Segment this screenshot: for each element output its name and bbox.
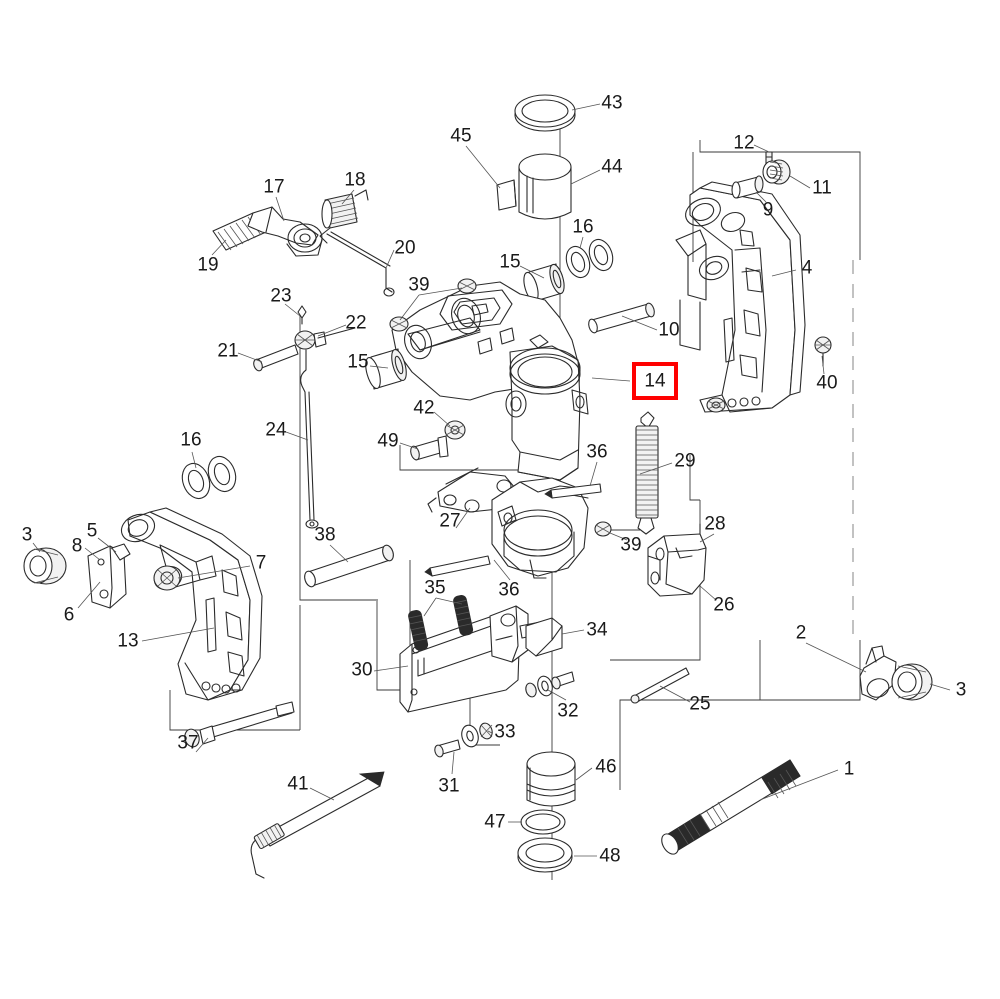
callout-label-36-pin-36-upper[interactable]: 36 — [586, 441, 608, 463]
callout-label-30-plate-30[interactable]: 30 — [351, 659, 373, 681]
callout-label-37-bolt-37[interactable]: 37 — [177, 732, 199, 754]
callout-label-33-washer-33[interactable]: 33 — [494, 721, 516, 743]
callout-label-36-pin-36-lower[interactable]: 36 — [498, 579, 520, 601]
callout-label-41-tool-41[interactable]: 41 — [287, 773, 309, 795]
callout-label-12-pin-12[interactable]: 12 — [733, 132, 755, 154]
callout-label-27-linkage-27[interactable]: 27 — [439, 510, 461, 532]
callout-label-15-bushing-15-lower[interactable]: 15 — [347, 351, 369, 373]
callout-label-44-sleeve-bushing[interactable]: 44 — [601, 156, 623, 178]
callout-label-2-bracket-2[interactable]: 2 — [795, 622, 807, 644]
callout-label-23-clip-23[interactable]: 23 — [270, 285, 292, 307]
callout-label: 14 — [644, 370, 666, 392]
callout-label-24-rod-24[interactable]: 24 — [265, 419, 287, 441]
callout-label-31-bolt-31[interactable]: 31 — [438, 775, 460, 797]
callout-label-8-pin-8[interactable]: 8 — [71, 535, 83, 557]
callout-label-17-lever-17[interactable]: 17 — [263, 176, 285, 198]
callout-label-46-bushing-46[interactable]: 46 — [595, 756, 617, 778]
callout-label-45-key-45[interactable]: 45 — [450, 125, 472, 147]
callout-label-18-spring-18[interactable]: 18 — [344, 169, 366, 191]
callout-label-20-rod-20[interactable]: 20 — [394, 237, 416, 259]
callout-label-21-bolt-21[interactable]: 21 — [217, 340, 239, 362]
callout-label-26-bracket-26[interactable]: 26 — [713, 594, 735, 616]
callout-label-40-bolt-40[interactable]: 40 — [816, 372, 838, 394]
callout-label-16-washer-16-top[interactable]: 16 — [572, 216, 594, 238]
callout-label-10-shaft-10[interactable]: 10 — [658, 319, 680, 341]
callout-label-3-nut-3-left[interactable]: 3 — [21, 524, 33, 546]
callout-label-35-spring-35[interactable]: 35 — [424, 577, 446, 599]
callout-label-22-rod-22[interactable]: 22 — [345, 312, 367, 334]
callout-label-7-bushing-7[interactable]: 7 — [255, 552, 267, 574]
callout-label-13-clamp-bracket-left[interactable]: 13 — [117, 630, 139, 652]
callout-label-25-pin-25[interactable]: 25 — [689, 693, 711, 715]
callout-label-48-seal-48[interactable]: 48 — [599, 845, 621, 867]
callout-label-3-nut-3-right[interactable]: 3 — [955, 679, 967, 701]
callout-label-16-washer-16-left[interactable]: 16 — [180, 429, 202, 451]
callout-label-11-bushing-11[interactable]: 11 — [812, 177, 832, 199]
callout-label-42-bushing-42[interactable]: 42 — [413, 397, 435, 419]
callout-label-6-plate-6[interactable]: 6 — [63, 604, 75, 626]
callout-label-4-clamp-bracket-right[interactable]: 4 — [801, 257, 813, 279]
callout-label-47-o-ring-47[interactable]: 47 — [484, 811, 506, 833]
callout-label-15-bushing-15-top[interactable]: 15 — [499, 251, 521, 273]
callout-label-5-part-5[interactable]: 5 — [86, 520, 98, 542]
callout-label-34-block-34[interactable]: 34 — [586, 619, 608, 641]
callout-label-43-o-ring-upper[interactable]: 43 — [601, 92, 623, 114]
callout-label-39-nut-39-upper[interactable]: 39 — [408, 274, 430, 296]
callout-label-28-bracket-28[interactable]: 28 — [704, 513, 726, 535]
callout-label-29-tension-spring-29[interactable]: 29 — [674, 450, 696, 472]
highlighted-callout-14[interactable]: 14 — [632, 362, 678, 400]
callout-label-39-nut-39-lower[interactable]: 39 — [620, 534, 642, 556]
callout-label-1-clamp-screw-1[interactable]: 1 — [843, 758, 855, 780]
callout-label-38-shaft-38[interactable]: 38 — [314, 524, 336, 546]
callout-label-32-bolt-32[interactable]: 32 — [557, 700, 579, 722]
callout-label-49-bolt-49[interactable]: 49 — [377, 430, 399, 452]
callout-label-9-spacer-9[interactable]: 9 — [762, 199, 774, 221]
callout-label-19-grip-19[interactable]: 19 — [197, 254, 219, 276]
